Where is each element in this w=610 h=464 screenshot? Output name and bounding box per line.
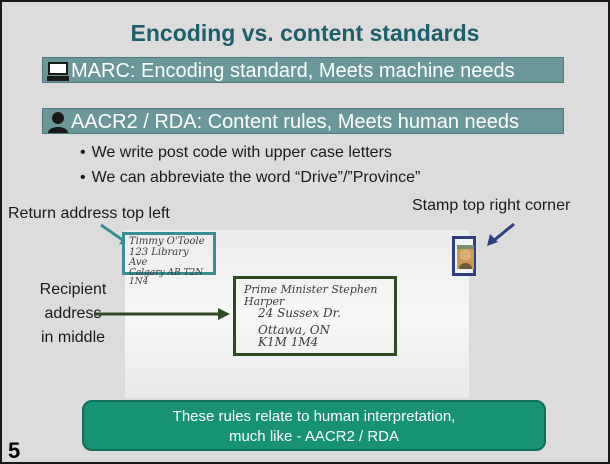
recipient-address-line: Ottawa, ON: [258, 322, 331, 337]
aacr2-rda-text: AACR2 / RDA: Content rules, Meets human …: [71, 111, 519, 133]
stamp-portrait-icon: [457, 245, 474, 269]
page-number: 5: [8, 438, 21, 463]
return-address-line: 123 Library Ave: [129, 246, 189, 268]
stamp-arrow: [487, 222, 515, 246]
callout-box: These rules relate to human interpretati…: [82, 400, 546, 451]
slide-title: Encoding vs. content standards: [130, 20, 480, 46]
recipient-label: Recipient address in middle: [39, 281, 107, 346]
recipient-address-line: Prime Minister Stephen Harper: [244, 283, 378, 308]
stamp-box: [452, 236, 476, 276]
callout-line: These rules relate to human interpretati…: [172, 408, 456, 425]
stamp-label: Stamp top right corner: [412, 197, 571, 214]
recipient-address-line: 24 Sussex Dr.: [258, 306, 341, 321]
marc-text: MARC: Encoding standard, Meets machine n…: [71, 60, 515, 82]
aacr2-rda-bar: AACR2 / RDA: Content rules, Meets human …: [42, 108, 564, 134]
bullet-item: •We write post code with upper case lett…: [80, 144, 392, 161]
recipient-address-line: K1M 1M4: [258, 335, 319, 350]
bullet-item: •We can abbreviate the word “Drive”/”Pro…: [80, 169, 421, 186]
computer-monitor-icon: [47, 62, 69, 81]
return-address-box: Timmy O'Toole 123 Library Ave Calgary AB…: [122, 232, 216, 287]
recipient-address-box: Prime Minister Stephen Harper 24 Sussex …: [233, 276, 397, 356]
return-address-label: Return address top left: [8, 205, 170, 222]
return-address-line: Timmy O'Toole: [129, 236, 205, 247]
callout-line: much like - AACR2 / RDA: [228, 428, 400, 445]
marc-bar: MARC: Encoding standard, Meets machine n…: [42, 57, 564, 83]
person-icon: [48, 112, 68, 133]
recipient-arrow: [94, 308, 230, 320]
return-address-line: Calgary AB T2N 1N4: [129, 267, 204, 287]
bullet-list: •We write post code with upper case lett…: [80, 144, 420, 194]
